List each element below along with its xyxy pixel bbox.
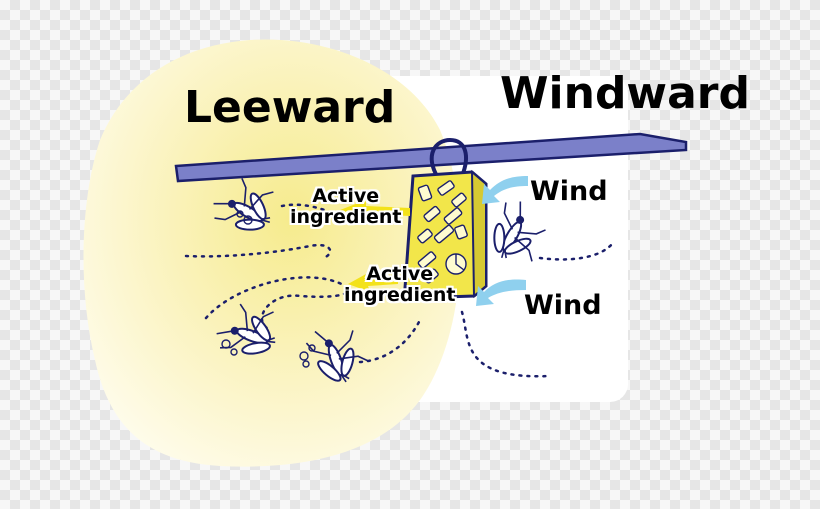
motion-swirls — [221, 210, 316, 368]
ingredient-arrow-icon — [348, 274, 398, 292]
ingredient-arrow-icon — [340, 200, 410, 220]
active-ingredient-label-top: Active ingredient — [290, 185, 402, 229]
active-ingredient-bottom-line1: Active — [366, 263, 434, 285]
active-ingredient-label-bottom: Active ingredient — [344, 263, 456, 307]
wind-arrow-icon — [476, 279, 526, 306]
windward-label: Windward — [500, 68, 750, 119]
wind-label-bottom: Wind — [524, 290, 602, 321]
leeward-label: Leeward — [184, 82, 396, 133]
active-ingredient-top-line2: ingredient — [290, 206, 402, 229]
active-ingredient-top-line1: Active — [312, 185, 380, 207]
device-hook — [429, 137, 468, 180]
active-ingredient-bottom-line2: ingredient — [344, 284, 456, 307]
wind-label-top: Wind — [530, 176, 608, 207]
wind-arrow-icon — [482, 176, 528, 204]
